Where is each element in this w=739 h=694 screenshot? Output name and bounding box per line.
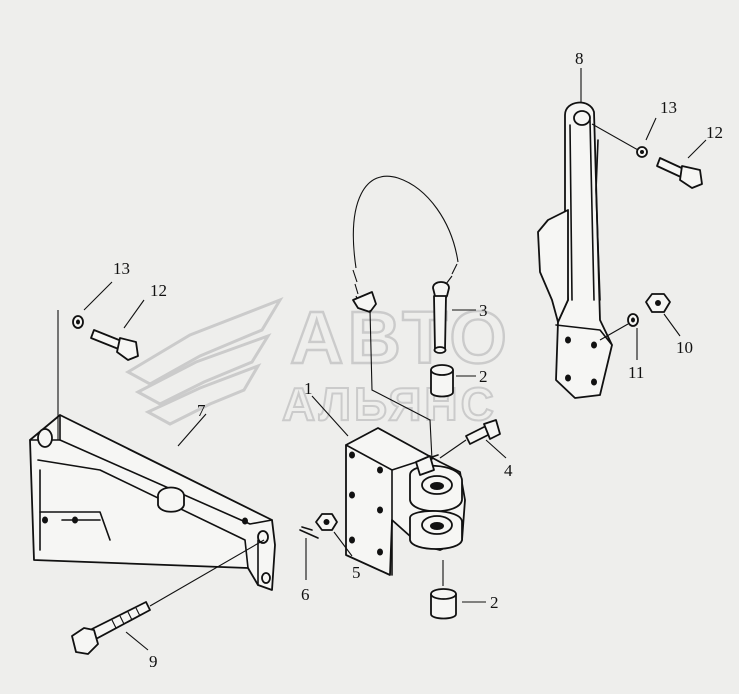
callout-2-top: 2 (479, 367, 488, 386)
callout-12-left: 12 (150, 281, 167, 300)
callout-13-right: 13 (660, 98, 677, 117)
coupling-part-1 (345, 427, 466, 576)
callout-3: 3 (479, 301, 488, 320)
watermark-line1: АВТО (290, 296, 511, 379)
callout-1: 1 (304, 379, 313, 398)
callout-13-left: 13 (113, 259, 130, 278)
watermark-line2: АЛЬЯНС (282, 378, 497, 430)
washer-part-13-right (591, 123, 648, 158)
nut-part-10 (645, 293, 671, 313)
callout-5: 5 (352, 563, 361, 582)
callout-10: 10 (676, 338, 693, 357)
callout-11: 11 (628, 363, 644, 382)
callout-8: 8 (575, 49, 584, 68)
bushing-part-2-top (430, 364, 454, 398)
bushing-part-2-bottom (430, 560, 457, 620)
callout-labels: 1 2 2 3 4 5 6 7 8 9 10 11 12 12 13 13 (113, 49, 723, 671)
lever-part-8 (537, 101, 613, 399)
callout-6: 6 (301, 585, 310, 604)
callout-9: 9 (149, 652, 158, 671)
washer-part-11 (599, 313, 639, 341)
bolt-part-4 (439, 419, 501, 459)
bolt-part-9 (71, 539, 265, 655)
watermark-logo: АВТО АЛЬЯНС (124, 295, 511, 431)
leader-lines (83, 68, 707, 651)
nut-part-5 (315, 513, 338, 531)
pin-part-3 (352, 175, 459, 461)
cotter-pin-part-6 (299, 526, 319, 539)
washer-part-13-left (57, 310, 84, 440)
bracket-part-7 (29, 414, 276, 591)
callout-2-bottom: 2 (490, 593, 499, 612)
callout-12-right: 12 (706, 123, 723, 142)
callout-4: 4 (504, 461, 513, 480)
bolt-part-12-left (90, 329, 139, 361)
bolt-part-12-right (656, 157, 703, 189)
watermark-emblem (124, 297, 284, 426)
callout-7: 7 (197, 401, 206, 420)
